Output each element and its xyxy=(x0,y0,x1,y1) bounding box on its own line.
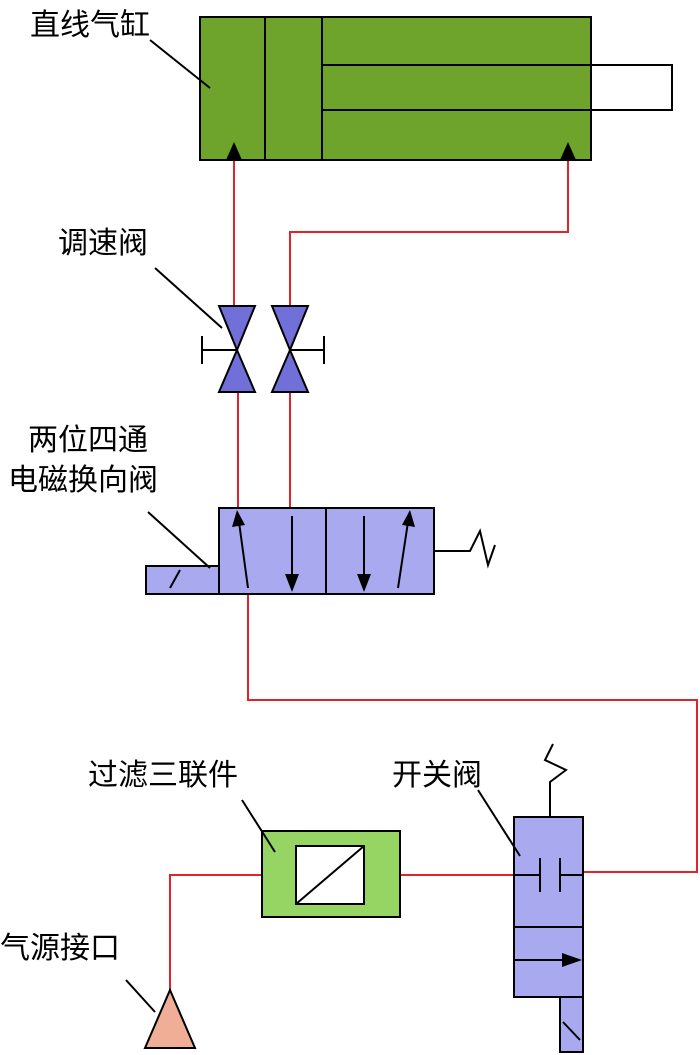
switch-valve xyxy=(513,743,584,1053)
switch-valve-leader-line xyxy=(477,789,521,857)
return-spring-icon xyxy=(434,528,496,569)
cylinder-port-left-icon xyxy=(226,142,242,160)
frl-unit-label: 过滤三联件 xyxy=(88,758,238,793)
air-inlet-icon xyxy=(143,987,197,1049)
pipe-solenoid-to-switch-valve xyxy=(247,594,698,873)
frl-filter-unit xyxy=(261,830,401,918)
switch-valve-body xyxy=(513,816,584,998)
switch-valve-label: 开关阀 xyxy=(392,758,482,793)
return-spring-icon xyxy=(543,743,568,817)
speed-valve-label: 调速阀 xyxy=(58,226,148,261)
switch-valve-actuator xyxy=(559,996,584,1053)
solenoid-coil xyxy=(145,565,220,595)
cylinder-leader-line xyxy=(149,39,211,89)
speed-control-valve-right xyxy=(270,305,325,393)
cylinder-port-right-icon xyxy=(560,142,576,160)
arrow-up-icon xyxy=(402,510,415,527)
arrow-down-icon xyxy=(357,574,371,592)
linear-cylinder xyxy=(199,16,673,161)
solenoid-valve-label-line2: 电磁换向阀 xyxy=(8,463,158,498)
solenoid-valve-leader-line xyxy=(147,511,211,569)
pipe-inlet-to-frl xyxy=(169,874,262,990)
cylinder-label: 直线气缸 xyxy=(30,8,150,43)
frl-leader-line xyxy=(241,799,276,853)
arrow-down-icon xyxy=(285,574,299,592)
arrow-right-icon xyxy=(562,953,582,967)
pipe-cylinder-right-to-speed-valve xyxy=(289,160,569,305)
speed-valve-leader-line xyxy=(154,267,223,329)
solenoid-valve-label-line1: 两位四通 xyxy=(28,423,148,458)
cylinder-piston-rod xyxy=(590,64,673,111)
air-inlet-leader-line xyxy=(125,979,156,1013)
air-inlet-label: 气源接口 xyxy=(0,931,120,966)
speed-control-valve-left xyxy=(201,305,257,393)
arrow-up-icon xyxy=(232,510,245,527)
pipes xyxy=(169,160,698,990)
cylinder-body xyxy=(199,16,592,161)
solenoid-directional-valve xyxy=(145,507,496,595)
